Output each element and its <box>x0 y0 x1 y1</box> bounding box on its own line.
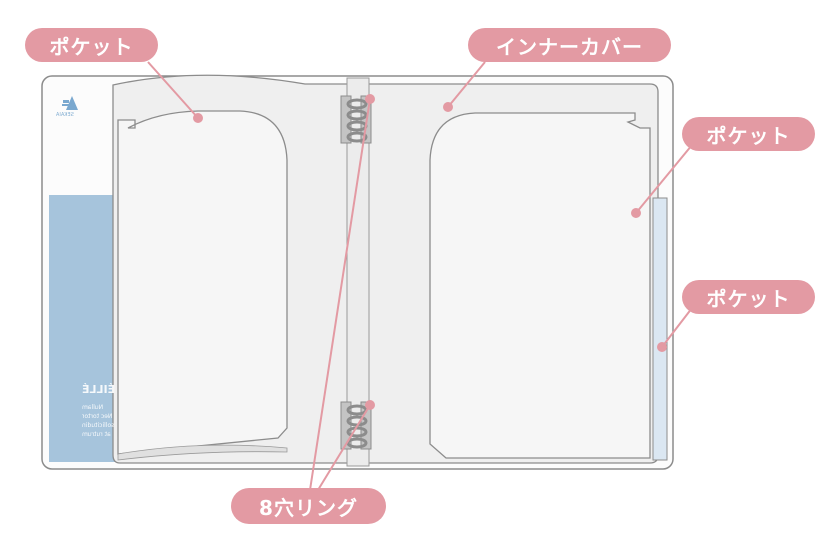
brand-logo-icon <box>62 96 78 110</box>
dot-pocket-right-1 <box>631 208 641 218</box>
cover-line-3: sollicitudin <box>82 422 115 429</box>
leader-pocket-right-2 <box>661 307 693 348</box>
leader-ring-bottom <box>317 404 371 491</box>
leader-pocket-top-left <box>147 61 199 119</box>
label-inner-cover: インナーカバー <box>468 28 671 62</box>
right-pocket-sheet <box>429 112 651 459</box>
label-pocket-top-left: ポケット <box>25 28 158 62</box>
label-pocket-right-1: ポケット <box>682 117 815 151</box>
left-pocket-wave-edge <box>117 444 288 461</box>
left-pocket-sheet <box>117 110 288 455</box>
binder-spine <box>346 77 370 467</box>
cover-line-1: Nullam <box>82 404 104 411</box>
leader-ring-top <box>309 98 371 491</box>
dot-pocket-right-2 <box>657 342 667 352</box>
cover-title: ÉILLÉ <box>82 383 116 396</box>
label-rings: 8穴リング <box>231 488 386 524</box>
cover-line-2: Nec tortor <box>82 413 113 420</box>
cover-brand: SEKAIA <box>56 112 74 118</box>
dot-inner-cover <box>443 102 453 112</box>
dot-pocket-top-left <box>193 113 203 123</box>
label-pocket-right-2: ポケット <box>682 280 815 314</box>
dot-ring-top <box>365 94 375 104</box>
dot-ring-bottom <box>365 400 375 410</box>
leader-inner-cover <box>447 61 486 108</box>
leader-pocket-right-1 <box>635 144 693 214</box>
bottom-ring-block <box>340 401 372 450</box>
cover-line-4: at rutrum <box>82 431 111 438</box>
side-pocket-strip <box>652 197 668 461</box>
